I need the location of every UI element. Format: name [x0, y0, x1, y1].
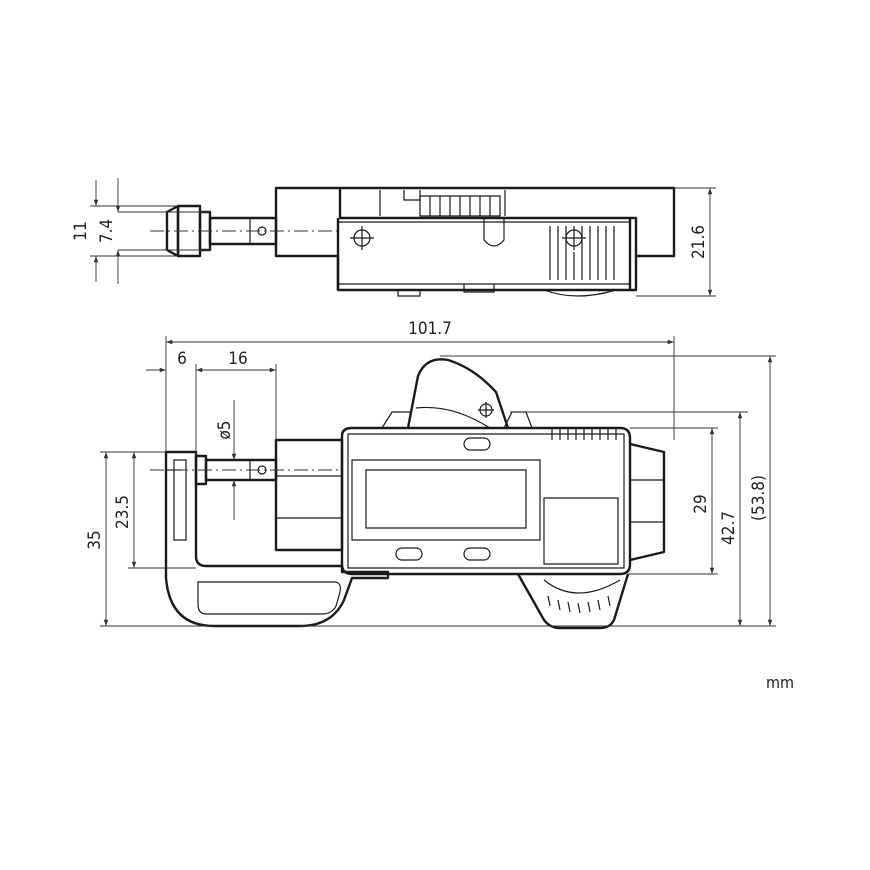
units-label: mm	[766, 673, 794, 692]
dim-overall-length: 101.7	[408, 319, 452, 339]
dim-overall-height: (53.8)	[749, 475, 769, 521]
dim-anvil-width: 6	[177, 349, 187, 369]
dim-spindle-length: 16	[228, 349, 247, 369]
dim-spindle-diameter-top: 7.4	[97, 219, 117, 243]
dim-body-thickness: 21.6	[689, 225, 709, 259]
dim-display-height: 29	[691, 494, 711, 513]
dim-throat-depth: 23.5	[113, 495, 133, 529]
dim-spindle-tip-height: 11	[71, 221, 91, 240]
dim-spindle-diameter: ø5	[215, 420, 235, 439]
dim-body-height: 42.7	[719, 511, 739, 545]
top-view: 11 7.4 21.6	[71, 178, 716, 297]
dim-frame-height: 35	[85, 530, 105, 549]
front-view: 101.7 6 16 ø5 35 23.5 29 42.7 (53.8)	[85, 319, 776, 630]
